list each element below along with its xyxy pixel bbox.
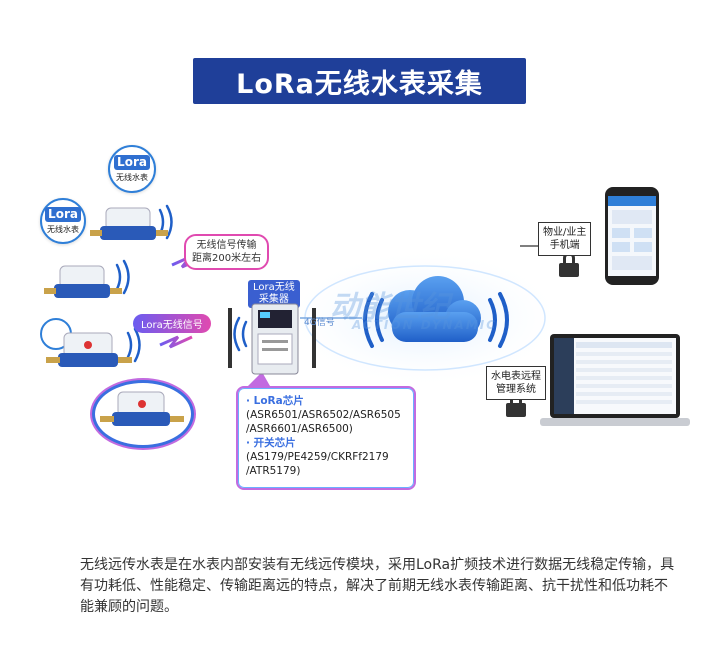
lora-meter-bubble: Lora 无线水表 xyxy=(108,145,156,193)
bubble-meter-text: 无线水表 xyxy=(116,173,148,182)
system-label-line1: 水电表远程 xyxy=(491,371,541,382)
chip-info-box: · LoRa芯片 (ASR6501/ASR6502/ASR6505 /ASR66… xyxy=(236,386,416,490)
collector-label: Lora无线 采集器 xyxy=(248,280,300,308)
phone-label: 物业/业主 手机端 xyxy=(538,222,592,256)
collector-line2: 采集器 xyxy=(258,294,289,305)
phone-label-line1: 物业/业主 xyxy=(543,227,587,238)
smartphone-icon xyxy=(605,187,659,285)
cloud-icon xyxy=(388,276,481,342)
signal-4g-label: 4G信号 xyxy=(304,318,335,328)
water-meter-icon-3 xyxy=(46,332,132,367)
watermark-en: ACTION DYNAMIC xyxy=(352,318,498,332)
bubble-lora-text: Lora xyxy=(114,155,150,170)
lora-meter-bubble-2: Lora 无线水表 xyxy=(40,198,86,244)
signal-bolt-icon-2 xyxy=(159,335,193,349)
laptop-icon xyxy=(540,334,690,426)
cloud-signal-icon xyxy=(363,292,509,348)
switch-chip-line2: /ATR5179) xyxy=(246,465,301,477)
switch-chip-heading: · 开关芯片 xyxy=(246,437,296,449)
phone-label-line2: 手机端 xyxy=(549,240,580,251)
switch-chip-line1: (AS179/PE4259/CKRFf2179 xyxy=(246,451,389,463)
bubble-meter-text: 无线水表 xyxy=(47,225,79,234)
page-title: LoRa无线水表采集 xyxy=(193,58,526,104)
water-meter-icon-4 xyxy=(100,391,184,426)
signal-range-line1: 无线信号传输 xyxy=(196,240,257,251)
signal-range-line2: 距离200米左右 xyxy=(192,253,262,264)
lora-chip-heading: · LoRa芯片 xyxy=(246,395,304,407)
system-label: 水电表远程 管理系统 xyxy=(486,366,546,400)
lora-signal-label: Lora无线信号 xyxy=(133,314,211,333)
system-label-line2: 管理系统 xyxy=(496,384,536,395)
lora-chip-line2: /ASR6601/ASR6500) xyxy=(246,423,353,435)
description-text: 无线远传水表是在水表内部安装有无线远传模块，采用LoRa扩频技术进行数据无线稳定… xyxy=(80,557,675,615)
collector-device-icon xyxy=(228,303,316,375)
collector-line1: Lora无线 xyxy=(253,282,295,293)
watermark-cn: 动能世纪 xyxy=(330,290,450,325)
bubble-lora-text: Lora xyxy=(45,207,81,222)
water-meter-icon-2 xyxy=(44,265,122,298)
title-text: LoRa无线水表采集 xyxy=(236,68,483,100)
water-meter-icon xyxy=(90,207,168,240)
signal-range-tag: 无线信号传输 距离200米左右 xyxy=(184,234,270,270)
lora-chip-line1: (ASR6501/ASR6502/ASR6505 xyxy=(246,409,401,421)
